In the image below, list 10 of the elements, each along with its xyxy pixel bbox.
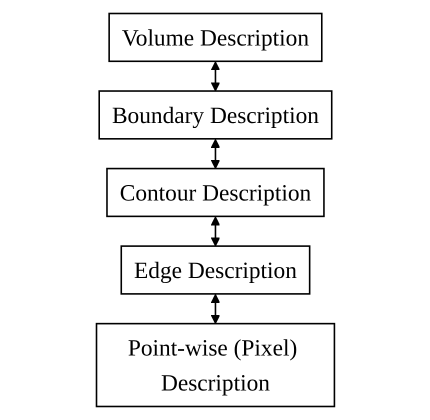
node-box xyxy=(95,322,335,408)
node-box xyxy=(98,90,332,140)
arrow xyxy=(210,61,220,92)
node-box xyxy=(108,12,322,62)
arrow xyxy=(210,138,220,169)
arrow xyxy=(210,216,220,247)
arrow xyxy=(210,294,220,324)
flowchart-drawing: Volume Description Boundary Description Contour Description Edge Description Point-wise (Pixel) Description xyxy=(88,5,342,415)
node-box xyxy=(106,168,324,218)
node-box xyxy=(120,245,310,295)
